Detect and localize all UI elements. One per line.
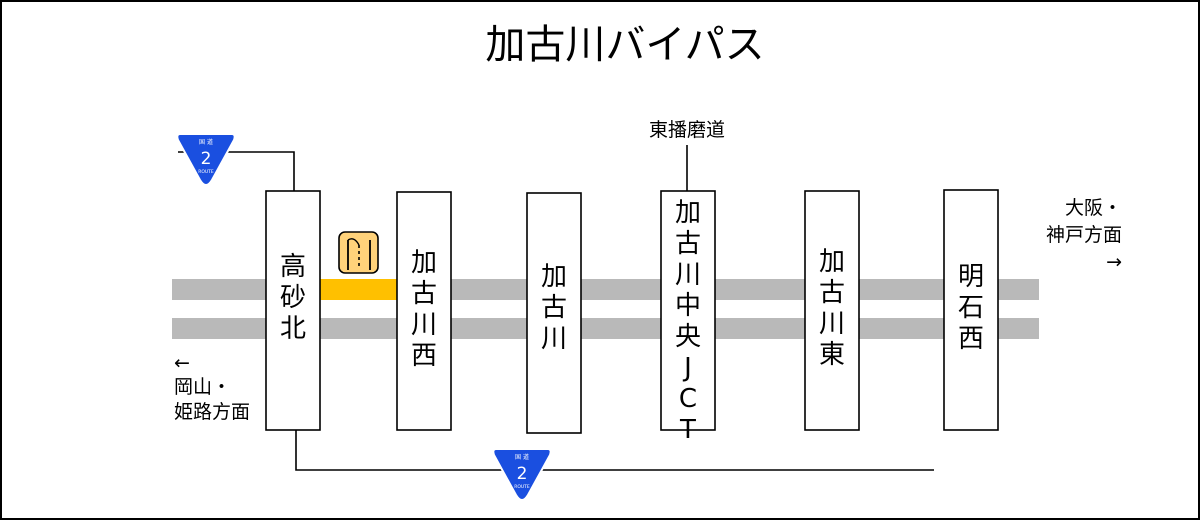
- ic-label-char: 東: [819, 340, 845, 370]
- ic-label-char: 砂: [280, 283, 306, 313]
- junction-road-label: 東播磨道: [649, 119, 725, 141]
- ic-label-char: C: [679, 384, 697, 414]
- ic-label-akashi-nishi: 明石西: [958, 262, 984, 354]
- ic-label-char: 北: [280, 314, 306, 344]
- ic-label-char: 古: [675, 229, 701, 259]
- route2-connector-east: [295, 430, 934, 471]
- shield-bottom-text: ROUTE: [198, 169, 214, 175]
- shield-top-text: 国 道: [515, 453, 529, 461]
- ic-label-char: 央: [675, 322, 701, 352]
- ic-label-char: 中: [675, 291, 701, 321]
- ic-label-char: 古: [411, 279, 437, 309]
- page-title: 加古川バイパス: [485, 22, 764, 68]
- east-arrow: →: [1106, 251, 1122, 273]
- ic-label-char: 明: [958, 262, 984, 292]
- west-direction-line1: 岡山・: [174, 376, 231, 398]
- ic-label-char: 川: [675, 260, 701, 290]
- ic-label-char: 川: [411, 310, 437, 340]
- ic-label-kakogawa: 加古川: [541, 262, 567, 354]
- ic-box-kakogawa-higashi: [804, 190, 860, 431]
- ic-label-char: 古: [819, 278, 845, 308]
- ic-label-takasago-kita: 高砂北: [280, 252, 306, 344]
- east-direction-line1: 大阪・: [1065, 197, 1122, 219]
- ic-box-takasago-kita: [265, 190, 321, 431]
- shield-top-text: 国 道: [199, 138, 213, 146]
- ic-label-char: 川: [819, 309, 845, 339]
- ic-label-char: 加: [819, 247, 845, 277]
- ic-label-char: 石: [958, 293, 984, 323]
- ic-label-char: J: [682, 353, 692, 383]
- lane-sign-icon: [338, 231, 379, 274]
- west-direction-line2: 姫路方面: [174, 401, 250, 423]
- route2-shield-icon: 国 道 2 ROUTE: [176, 133, 236, 186]
- shield-number: 2: [201, 149, 212, 169]
- ic-label-char: 西: [958, 324, 984, 354]
- ic-label-char: 西: [411, 341, 437, 371]
- ic-label-char: 古: [541, 293, 567, 323]
- ic-box-kakogawa-nishi: [396, 191, 452, 431]
- shield-bottom-text: ROUTE: [514, 484, 530, 490]
- east-direction-line2: 神戸方面: [1046, 224, 1122, 246]
- shield-number: 2: [517, 464, 528, 484]
- ic-box-kakogawa-chuo-jct: [660, 190, 716, 431]
- highlighted-segment: [320, 279, 397, 300]
- ic-label-char: 高: [280, 252, 306, 282]
- ic-label-char: 加: [541, 262, 567, 292]
- ic-box-akashi-nishi: [943, 189, 999, 431]
- ic-label-char: 加: [675, 198, 701, 228]
- ic-label-char: 川: [541, 324, 567, 354]
- route2-shield-icon: 国 道 2 ROUTE: [492, 448, 552, 501]
- ic-box-kakogawa: [526, 192, 582, 434]
- ic-label-char: 加: [411, 248, 437, 278]
- west-arrow: ←: [174, 352, 190, 374]
- ic-label-char: T: [679, 415, 696, 445]
